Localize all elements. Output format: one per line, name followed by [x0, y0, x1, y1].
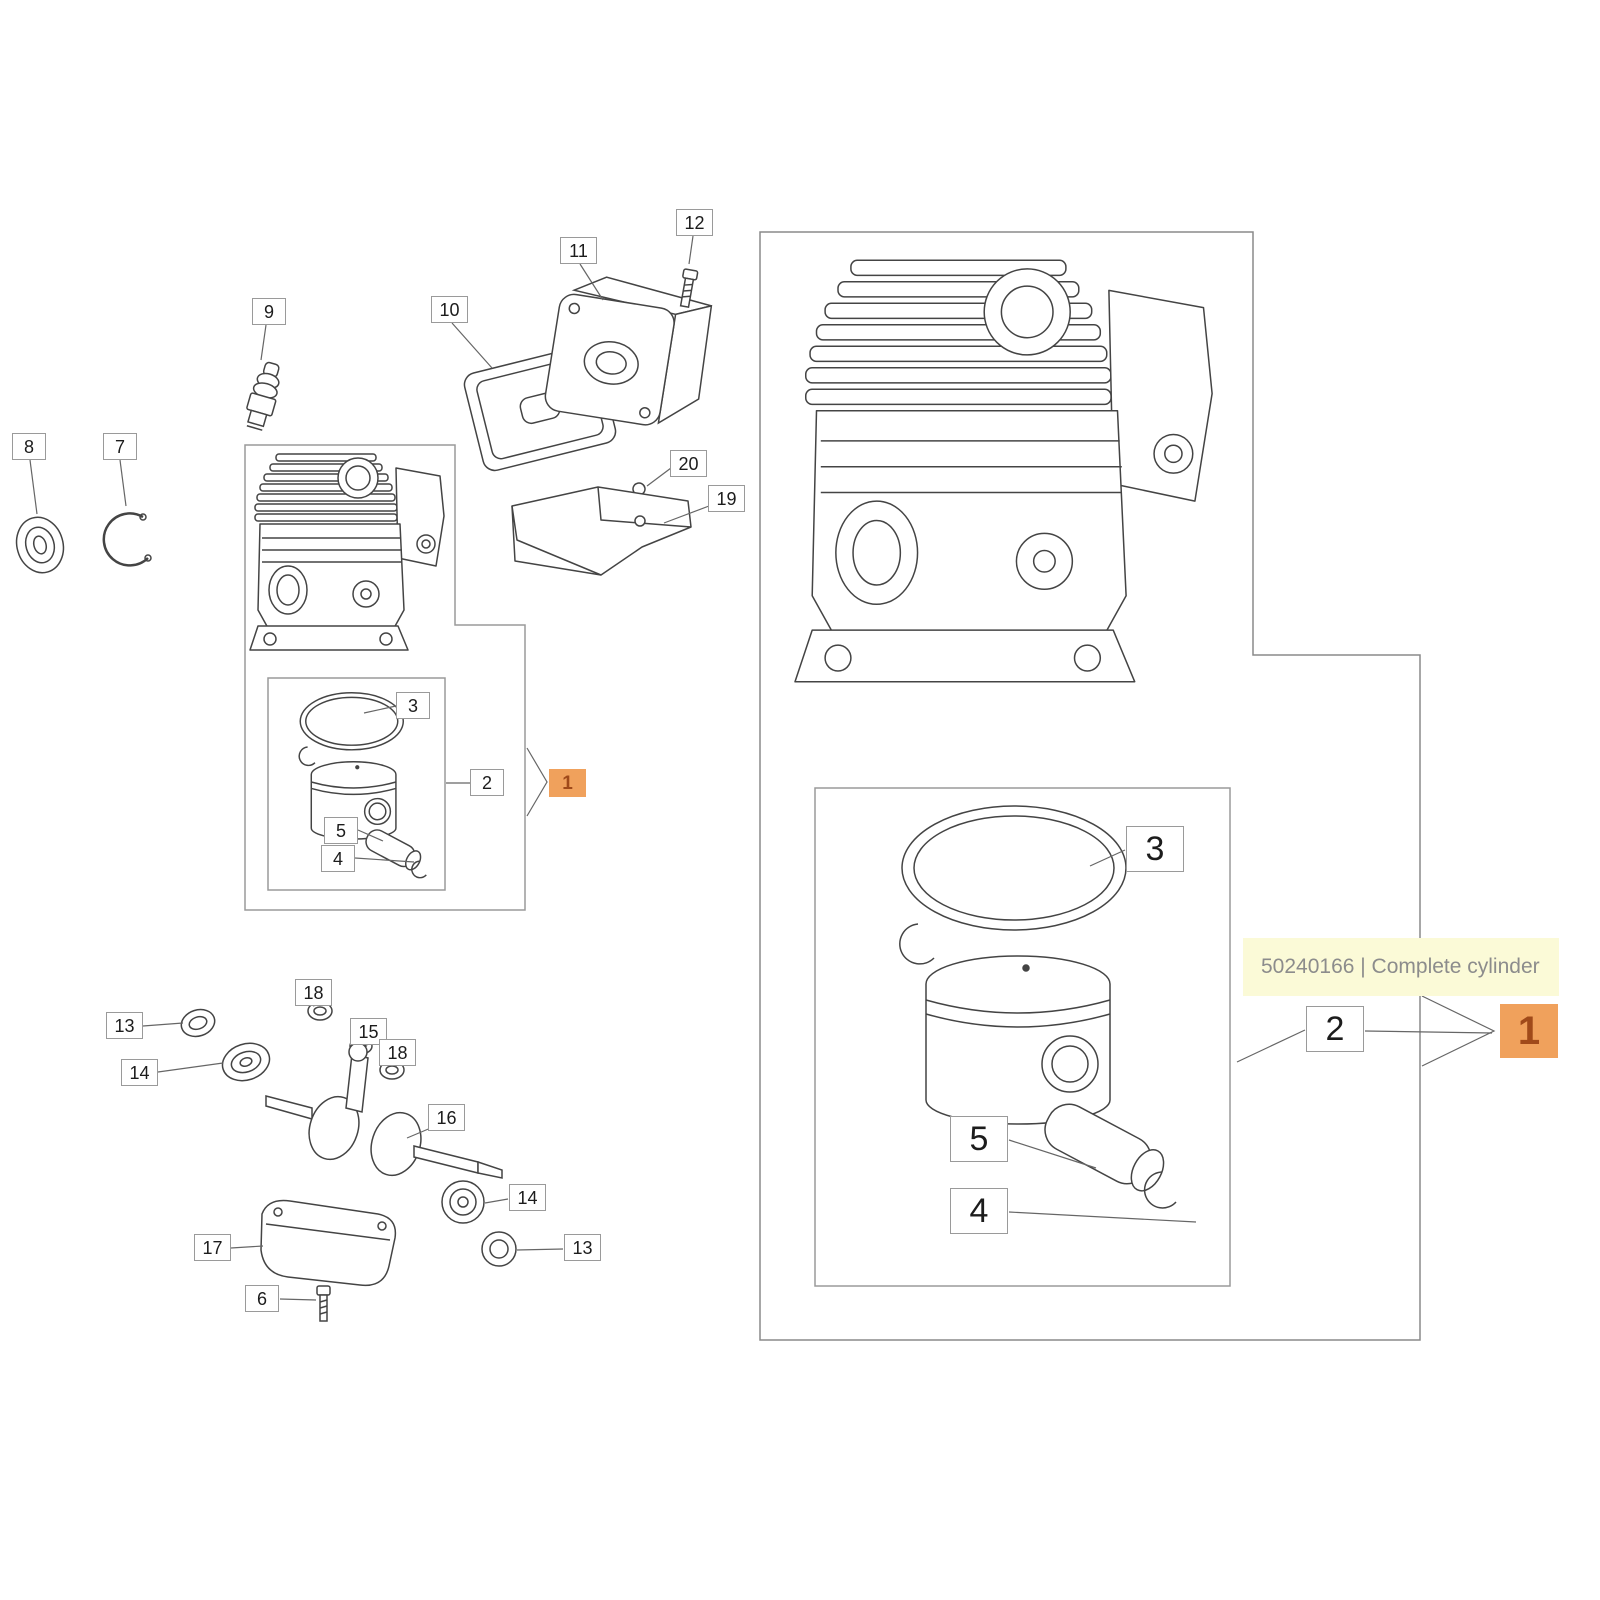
zoom-panel-border: [759, 231, 1421, 1341]
piston-group-box-left: [267, 677, 446, 891]
callout-14-left[interactable]: 14: [121, 1059, 158, 1086]
callout-4-left[interactable]: 4: [321, 845, 355, 872]
leader-lines: [29, 235, 1496, 1301]
callout-1-left-highlight[interactable]: 1: [549, 769, 586, 797]
callout-2-panel[interactable]: 2: [1306, 1006, 1364, 1052]
callout-4-panel[interactable]: 4: [950, 1188, 1008, 1234]
callout-19[interactable]: 19: [708, 485, 745, 512]
callout-3-panel[interactable]: 3: [1126, 826, 1184, 872]
callout-1-panel-highlight[interactable]: 1: [1500, 1004, 1558, 1058]
part-12-screw: [679, 268, 699, 309]
callout-3-left[interactable]: 3: [396, 692, 430, 719]
part-8-seal: [15, 516, 65, 574]
cylinder-group-box-left: [244, 444, 526, 911]
part-cylinder-left: [249, 453, 445, 651]
callout-16[interactable]: 16: [428, 1104, 465, 1131]
callout-6[interactable]: 6: [245, 1285, 279, 1312]
callout-5-panel[interactable]: 5: [950, 1116, 1008, 1162]
callout-18-upper[interactable]: 18: [295, 979, 332, 1006]
callout-12[interactable]: 12: [676, 209, 713, 236]
callout-7[interactable]: 7: [103, 433, 137, 460]
callout-5-left[interactable]: 5: [324, 817, 358, 844]
callout-11[interactable]: 11: [560, 237, 597, 264]
part-tooltip: 50240166 | Complete cylinder: [1243, 938, 1559, 996]
callout-18-lower[interactable]: 18: [379, 1039, 416, 1066]
callout-9[interactable]: 9: [252, 298, 286, 325]
callout-20[interactable]: 20: [670, 450, 707, 477]
crankshaft-group: [180, 1001, 517, 1322]
callout-10[interactable]: 10: [431, 296, 468, 323]
callout-14-right[interactable]: 14: [509, 1184, 546, 1211]
callout-17[interactable]: 17: [194, 1234, 231, 1261]
part-19-heat-shield: [511, 486, 692, 576]
callout-8[interactable]: 8: [12, 433, 46, 460]
part-piston-left: [298, 692, 427, 879]
callout-13-right[interactable]: 13: [564, 1234, 601, 1261]
part-11-muffler: [544, 276, 713, 426]
part-7-circlip: [102, 512, 152, 567]
piston-group-box-zoom: [814, 787, 1231, 1287]
callout-13-left[interactable]: 13: [106, 1012, 143, 1039]
part-cylinder-zoom: [793, 259, 1214, 683]
part-9-spark-plug: [246, 361, 280, 431]
callout-2-left[interactable]: 2: [470, 769, 504, 796]
